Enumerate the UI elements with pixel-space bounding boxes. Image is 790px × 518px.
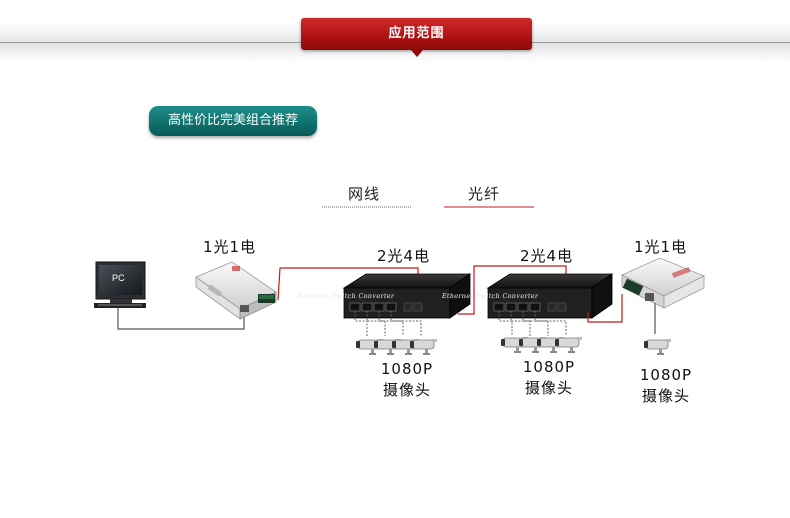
title-pointer-icon xyxy=(411,50,423,57)
camera-group-1-label: 1080P 摄像头 xyxy=(372,359,442,401)
legend-fiber-label: 光纤 xyxy=(468,185,501,203)
camera-group-1-icons xyxy=(355,338,438,356)
camera-group-1-model: 1080P xyxy=(380,360,434,378)
camera-group-3-type: 摄像头 xyxy=(641,387,690,405)
cables-switch-right-to-cameras xyxy=(498,311,567,336)
switch-right-brand: Ethernet Switch Converter xyxy=(441,292,539,300)
camera-group-2-icons xyxy=(500,336,583,354)
section-title: 应用范围 xyxy=(301,18,532,50)
media-converter-right-icon xyxy=(621,257,705,309)
camera-group-2-label: 1080P 摄像头 xyxy=(514,357,584,399)
switch-left-brand: Ethernet Switch Converter xyxy=(297,292,395,300)
cables-switch-left-to-cameras xyxy=(354,311,422,336)
pc-computer-icon: PC xyxy=(94,261,146,308)
switch-left-label: 2光4电 xyxy=(377,247,431,265)
combo-recommend-badge: 高性价比完美组合推荐 xyxy=(149,106,317,136)
switch-right-label: 2光4电 xyxy=(520,247,574,265)
switch-left-icon: Ethernet Switch Converter xyxy=(297,273,472,319)
camera-group-3-model: 1080P xyxy=(639,366,693,384)
cable-pc-to-converter xyxy=(117,308,245,330)
media-converter-left-icon xyxy=(195,261,277,320)
fiber-switch-to-converter-right xyxy=(587,294,623,323)
legend-cable-label: 网线 xyxy=(348,185,381,203)
camera-group-2-type: 摄像头 xyxy=(524,379,573,397)
camera-group-2-model: 1080P xyxy=(522,358,576,376)
camera-group-3-label: 1080P 摄像头 xyxy=(631,365,701,407)
converter-right-label: 1光1电 xyxy=(634,238,688,256)
camera-group-3-icon xyxy=(643,338,672,356)
converter-left-label: 1光1电 xyxy=(203,238,257,256)
pc-label: PC xyxy=(112,273,125,283)
switch-right-icon: Ethernet Switch Converter xyxy=(441,273,614,319)
camera-group-1-type: 摄像头 xyxy=(382,381,431,399)
